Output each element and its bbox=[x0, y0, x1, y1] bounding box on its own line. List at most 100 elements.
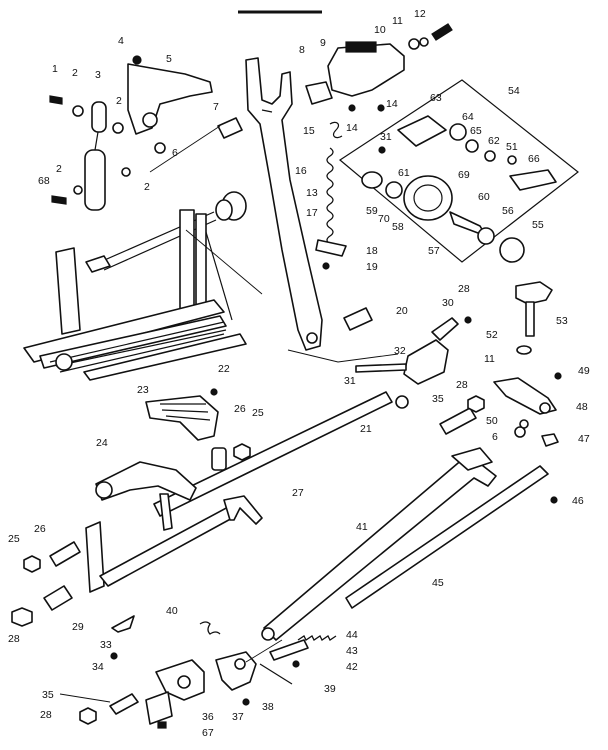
callout-9: 9 bbox=[320, 37, 326, 49]
feed-lever-13 bbox=[245, 57, 323, 351]
callout-48: 48 bbox=[576, 401, 588, 413]
callout-14: 14 bbox=[386, 98, 398, 110]
callout-20: 20 bbox=[396, 305, 408, 317]
callout-2: 2 bbox=[72, 67, 78, 79]
callout-56: 56 bbox=[502, 205, 514, 217]
spring-44 bbox=[297, 635, 337, 641]
callout-3: 3 bbox=[95, 69, 101, 81]
callout-44: 44 bbox=[346, 629, 358, 641]
callout-46: 46 bbox=[572, 495, 584, 507]
callout-32: 32 bbox=[394, 345, 406, 357]
callout-22: 22 bbox=[218, 363, 230, 375]
callout-27: 27 bbox=[292, 487, 304, 499]
callout-31: 31 bbox=[344, 375, 356, 387]
callout-5: 5 bbox=[166, 53, 172, 65]
callout-45: 45 bbox=[432, 577, 444, 589]
callout-10: 10 bbox=[374, 24, 386, 36]
callout-8: 8 bbox=[299, 44, 305, 56]
callout-60: 60 bbox=[478, 191, 490, 203]
lower-left-parts bbox=[11, 541, 221, 660]
callout-37: 37 bbox=[232, 711, 244, 723]
callout-15: 15 bbox=[303, 125, 315, 137]
link-assembly bbox=[49, 55, 243, 211]
callout-70: 70 bbox=[378, 213, 390, 225]
callout-6: 6 bbox=[492, 431, 498, 443]
callout-35: 35 bbox=[432, 393, 444, 405]
callout-11: 11 bbox=[392, 15, 403, 27]
callout-13: 13 bbox=[306, 187, 318, 199]
callout-7: 7 bbox=[213, 101, 219, 113]
callout-52: 52 bbox=[486, 329, 498, 341]
lever-48 bbox=[493, 372, 562, 447]
callout-50: 50 bbox=[486, 415, 498, 427]
callout-26: 26 bbox=[234, 403, 246, 415]
callout-28: 28 bbox=[40, 709, 52, 721]
callout-64: 64 bbox=[462, 111, 474, 123]
callout-61: 61 bbox=[398, 167, 410, 179]
callout-29: 29 bbox=[72, 621, 84, 633]
knob-screw-53 bbox=[515, 281, 553, 355]
bracket-18 bbox=[315, 239, 347, 257]
callout-62: 62 bbox=[488, 135, 500, 147]
callout-69: 69 bbox=[458, 169, 470, 181]
callout-28: 28 bbox=[458, 283, 470, 295]
bracket-32 bbox=[355, 316, 472, 409]
callout-4: 4 bbox=[118, 35, 124, 47]
regulator-assembly-54 bbox=[338, 79, 579, 263]
callout-63: 63 bbox=[430, 92, 442, 104]
main-shaft-27 bbox=[85, 388, 393, 593]
callout-55: 55 bbox=[532, 219, 544, 231]
callout-43: 43 bbox=[346, 645, 358, 657]
callout-18: 18 bbox=[366, 245, 378, 257]
callout-36: 36 bbox=[202, 711, 214, 723]
clip-15 bbox=[329, 121, 343, 139]
callout-47: 47 bbox=[578, 433, 590, 445]
cam-parts bbox=[79, 651, 293, 729]
slide-block-8-9 bbox=[305, 23, 453, 112]
callout-35: 35 bbox=[42, 689, 54, 701]
callout-26: 26 bbox=[34, 523, 46, 535]
nut-28-upper bbox=[467, 395, 485, 413]
callout-1: 1 bbox=[52, 63, 58, 75]
callout-14: 14 bbox=[346, 122, 358, 134]
callout-12: 12 bbox=[414, 8, 426, 20]
callout-16: 16 bbox=[295, 165, 307, 177]
callout-labels: 1 2 3 4 5 2 7 8 9 10 11 12 14 14 15 16 1… bbox=[8, 8, 590, 739]
callout-2: 2 bbox=[116, 95, 122, 107]
callout-49: 49 bbox=[578, 365, 590, 377]
callout-65: 65 bbox=[470, 125, 482, 137]
feed-mechanism bbox=[23, 191, 247, 381]
callout-11: 11 bbox=[484, 353, 495, 365]
pin-43 bbox=[269, 639, 309, 661]
spring-16 bbox=[326, 147, 334, 245]
callout-25: 25 bbox=[8, 533, 20, 545]
callout-33: 33 bbox=[100, 639, 112, 651]
callout-2: 2 bbox=[144, 181, 150, 193]
callout-58: 58 bbox=[392, 221, 404, 233]
callout-31: 31 bbox=[380, 131, 392, 143]
callout-68: 68 bbox=[38, 175, 50, 187]
callout-28: 28 bbox=[8, 633, 20, 645]
callout-59: 59 bbox=[366, 205, 378, 217]
callout-28: 28 bbox=[456, 379, 468, 391]
callout-34: 34 bbox=[92, 661, 104, 673]
callout-6: 6 bbox=[172, 147, 178, 159]
callout-39: 39 bbox=[324, 683, 336, 695]
callout-51: 51 bbox=[506, 141, 518, 153]
spring-40 bbox=[199, 621, 221, 635]
rods-41-45 bbox=[261, 447, 558, 641]
callout-42: 42 bbox=[346, 661, 358, 673]
callout-17: 17 bbox=[306, 207, 318, 219]
callout-19: 19 bbox=[366, 261, 378, 273]
callout-24: 24 bbox=[96, 437, 108, 449]
callout-57: 57 bbox=[428, 245, 440, 257]
callout-67: 67 bbox=[202, 727, 214, 739]
callout-25: 25 bbox=[252, 407, 264, 419]
callout-38: 38 bbox=[262, 701, 274, 713]
callout-40: 40 bbox=[166, 605, 178, 617]
callout-30: 30 bbox=[442, 297, 454, 309]
callout-54: 54 bbox=[508, 85, 520, 97]
callout-2: 2 bbox=[56, 163, 62, 175]
callout-53: 53 bbox=[556, 315, 568, 327]
